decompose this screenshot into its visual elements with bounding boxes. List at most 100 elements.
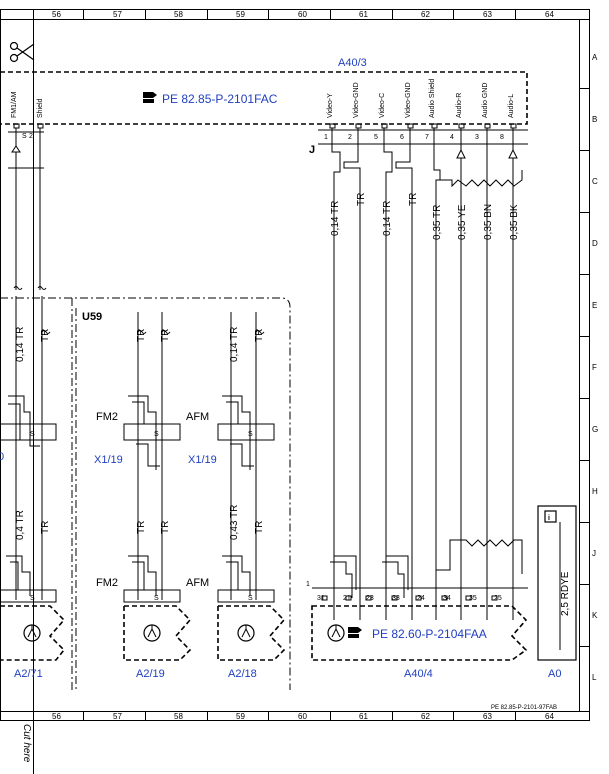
- shield-s-lower-fm2: S: [154, 595, 159, 602]
- fm2-upper-label: FM2: [96, 411, 118, 423]
- row-letters: A B C D E F G H J K L: [592, 53, 598, 682]
- sig-audio-gnd: Audio GND: [482, 83, 489, 118]
- row-e: E: [592, 301, 597, 310]
- x1-19-right-label: X1/19: [188, 454, 217, 466]
- pin-5: 5: [374, 134, 378, 141]
- a40-4-pin-35: 35: [469, 595, 477, 602]
- a0-label: A0: [548, 668, 561, 680]
- a40-4-wiring: [312, 539, 528, 601]
- wire-top-4: TR: [408, 193, 419, 206]
- row-j: J: [592, 549, 596, 558]
- col-63-bottom: 63: [483, 712, 492, 721]
- wire-low-1: 0,4 TR: [15, 510, 26, 540]
- a40-4-pin-23: 23: [366, 595, 374, 602]
- afm-upper-label: AFM: [186, 411, 209, 423]
- info-icon: [544, 510, 557, 523]
- pin-signal-fm1am: FM1/AM: [11, 91, 18, 118]
- a2-19-label: A2/19: [136, 668, 165, 680]
- sig-video-gnd-2: Video-GND: [405, 82, 412, 118]
- wire-mid-1: 0,14 TR: [15, 327, 26, 362]
- column-header-top: 56 57 58 59 60 61 62 63 64: [52, 10, 554, 19]
- fm2-lower-label: FM2: [96, 577, 118, 589]
- a40-4-label: A40/4: [404, 668, 433, 680]
- sig-video-c: Video-C: [379, 93, 386, 118]
- a40-4-pin-24: 24: [417, 595, 425, 602]
- sig-audio-l: Audio-L: [508, 94, 515, 118]
- pin-6: 6: [400, 134, 404, 141]
- pin-4: 4: [450, 134, 454, 141]
- col-57-bottom: 57: [113, 712, 122, 721]
- wire-top-5: 0,35 TR: [432, 205, 443, 240]
- wire-mid-6: TR: [254, 329, 265, 342]
- a40-4-pin-21: 21: [343, 595, 351, 602]
- wire-top-1: 0,14 TR: [330, 201, 341, 236]
- col-63: 63: [483, 10, 492, 19]
- col-56-bottom: 56: [52, 712, 61, 721]
- x1-19-left-label: X1/19: [94, 454, 123, 466]
- shield-s-upper-fm2: S: [154, 431, 159, 438]
- col-60-bottom: 60: [298, 712, 307, 721]
- shield-s-lower-left: S: [30, 595, 35, 602]
- row-c: C: [592, 177, 598, 186]
- u59-outline: [0, 297, 291, 690]
- info-icon-glyph: i: [548, 515, 550, 522]
- afm-lower-label: AFM: [186, 577, 209, 589]
- sig-audio-r: Audio-R: [456, 93, 463, 118]
- row-l: L: [592, 673, 597, 682]
- a2-18-label: A2/18: [228, 668, 257, 680]
- upper-coax-group: [0, 395, 275, 470]
- amplifier-a2-19: A2/19: [123, 605, 192, 680]
- a40-3-outline: [0, 71, 528, 125]
- row-g: G: [592, 425, 598, 434]
- a40-3-pin-drawing: [318, 123, 528, 620]
- col-56: 56: [52, 10, 61, 19]
- row-h: H: [592, 487, 598, 496]
- a40-4-pin-25: 25: [494, 595, 502, 602]
- col-62: 62: [421, 10, 430, 19]
- a40-4-outline: [311, 605, 528, 661]
- row-b: B: [592, 115, 597, 124]
- wire-mid-5: 0,14 TR: [229, 327, 240, 362]
- wire-labels-mid: 0,14 TR TR TR TR 0,14 TR TR: [15, 327, 265, 362]
- col-64-bottom: 64: [545, 712, 554, 721]
- shield-s-upper-left: S: [30, 431, 35, 438]
- a40-3-label: A40/3: [338, 57, 367, 69]
- wire-mid-3: TR: [136, 329, 147, 342]
- wire-top-6: 0,35 YE: [457, 204, 468, 240]
- wire-labels-top: 0,14 TR TR 0,14 TR TR 0,35 TR 0,35 YE 0,…: [330, 193, 520, 240]
- u59-wires: [15, 296, 265, 600]
- reference-icon-bottom: [348, 627, 362, 638]
- wire-low-6: TR: [254, 521, 265, 534]
- wire-top-3: 0,14 TR: [382, 201, 393, 236]
- a0-box: [537, 505, 577, 661]
- wire-low-5: 0,43 TR: [229, 505, 240, 540]
- pin-num-2: 2: [29, 133, 33, 140]
- a40-4-pin-labels: 31 21 23 33 24 34 35 25: [317, 595, 502, 602]
- col-61-bottom: 61: [359, 712, 368, 721]
- shield-s-upper-afm: S: [248, 431, 253, 438]
- col-60: 60: [298, 10, 307, 19]
- ref-top-link[interactable]: PE 82.85-P-2101FAC: [162, 92, 278, 106]
- left-pin-area: FM1/AM Shield S 2: [8, 91, 44, 290]
- col-61: 61: [359, 10, 368, 19]
- wire-low-3: TR: [136, 521, 147, 534]
- pin-8: 8: [500, 134, 504, 141]
- wire-labels-low: 0,4 TR TR TR TR 0,43 TR TR: [15, 505, 265, 540]
- pin-2: 2: [348, 134, 352, 141]
- row-d: D: [592, 239, 598, 248]
- wire-top-7: 0,35 BN: [483, 204, 494, 240]
- wire-low-2: TR: [40, 521, 51, 534]
- frame: [0, 9, 590, 721]
- col-62-bottom: 62: [421, 712, 430, 721]
- col-59: 59: [236, 10, 245, 19]
- amplifier-a2-18: A2/18: [217, 605, 286, 680]
- col-58: 58: [174, 10, 183, 19]
- wire-mid-4: TR: [160, 329, 171, 342]
- row-k: K: [592, 611, 598, 620]
- col-57: 57: [113, 10, 122, 19]
- col-59-bottom: 59: [236, 712, 245, 721]
- ref-bottom-link[interactable]: PE 82.60-P-2104FAA: [372, 627, 487, 641]
- a0-wire-label: 2,5 RDYE: [560, 571, 571, 616]
- u59-label: U59: [82, 311, 102, 323]
